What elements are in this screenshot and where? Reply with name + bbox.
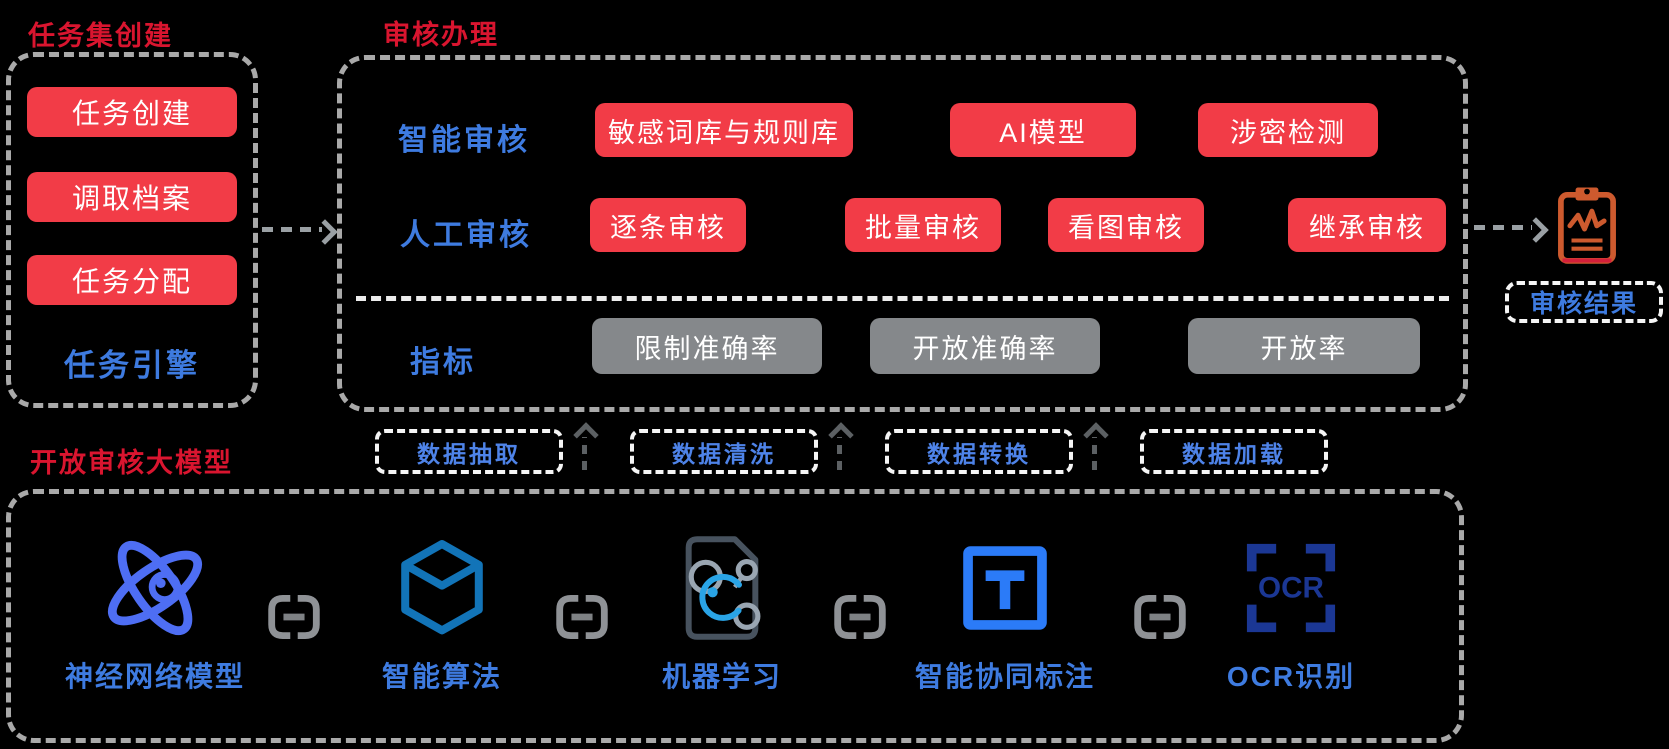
- model-item-collaborative-annotation: 智能协同标注: [895, 527, 1115, 695]
- model-item-label: OCR识别: [1226, 661, 1356, 692]
- row-label-manual-review: 人工审核: [400, 219, 532, 252]
- model-item-label: 神经网络模型: [64, 661, 245, 692]
- review-node-ai-model: AI模型: [950, 103, 1136, 157]
- link-icon: [263, 592, 327, 644]
- task-node-archive: 调取档案: [27, 172, 237, 222]
- task-engine-label: 任务引擎: [64, 348, 200, 383]
- up-arrow-icon: [1083, 422, 1109, 472]
- model-item-machine-learning: 机器学习: [612, 527, 832, 695]
- text-annotation-icon: [961, 527, 1049, 649]
- task-panel: 任务创建 调取档案 任务分配 任务引擎: [6, 52, 258, 408]
- metrics-divider: [356, 296, 1449, 301]
- task-node-assign: 任务分配: [27, 255, 237, 305]
- link-icon: [1129, 592, 1193, 644]
- model-item-label: 智能算法: [381, 661, 502, 692]
- model-item-ocr: OCR OCR识别: [1181, 527, 1401, 695]
- review-title: 审核办理: [383, 20, 499, 50]
- task-set-title: 任务集创建: [28, 21, 173, 51]
- arrow-line: [1474, 225, 1532, 230]
- link-icon: [551, 592, 615, 644]
- task-node-create: 任务创建: [27, 87, 237, 137]
- cube-icon: [394, 527, 490, 649]
- etl-step-load: 数据加载: [1140, 429, 1328, 474]
- model-item-label: 机器学习: [661, 661, 782, 692]
- arrow-line: [262, 227, 322, 232]
- review-node-sensitive-lexicon: 敏感词库与规则库: [595, 103, 853, 157]
- review-node-image: 看图审核: [1048, 198, 1204, 252]
- model-item-smart-algorithm: 智能算法: [332, 527, 552, 695]
- atom-icon: [97, 527, 213, 649]
- arrow-head-icon: [312, 219, 338, 245]
- metric-node-open-accuracy: 开放准确率: [870, 318, 1100, 374]
- up-arrow-icon: [828, 422, 854, 472]
- etl-step-extract: 数据抽取: [375, 429, 563, 474]
- review-node-inherit: 继承审核: [1288, 198, 1446, 252]
- row-label-metrics: 指标: [410, 346, 476, 379]
- review-result-box: 审核结果: [1505, 281, 1663, 323]
- row-label-smart-review: 智能审核: [398, 124, 530, 157]
- review-result-label: 审核结果: [1529, 290, 1638, 318]
- open-review-model-panel: [6, 489, 1464, 743]
- model-item-label: 智能协同标注: [914, 661, 1095, 692]
- arrow-head-icon: [1523, 217, 1549, 243]
- metric-node-restricted-accuracy: 限制准确率: [592, 318, 822, 374]
- review-panel: 智能审核 敏感词库与规则库 AI模型 涉密检测 人工审核 逐条审核 批量审核 看…: [337, 55, 1468, 412]
- model-item-neural-network: 神经网络模型: [45, 527, 265, 695]
- machine-learning-icon: [675, 527, 769, 649]
- open-review-model-title: 开放审核大模型: [30, 448, 233, 478]
- up-arrow-icon: [573, 422, 599, 472]
- review-node-secret-detect: 涉密检测: [1198, 103, 1378, 157]
- review-node-item-by-item: 逐条审核: [590, 198, 746, 252]
- review-node-batch: 批量审核: [845, 198, 1001, 252]
- ocr-icon: OCR: [1243, 527, 1339, 649]
- clipboard-pulse-icon: [1556, 184, 1618, 266]
- etl-step-transform: 数据转换: [885, 429, 1073, 474]
- ocr-icon-text: OCR: [1258, 572, 1324, 605]
- etl-step-clean: 数据清洗: [630, 429, 818, 474]
- link-icon: [829, 592, 893, 644]
- metric-node-open-rate: 开放率: [1188, 318, 1420, 374]
